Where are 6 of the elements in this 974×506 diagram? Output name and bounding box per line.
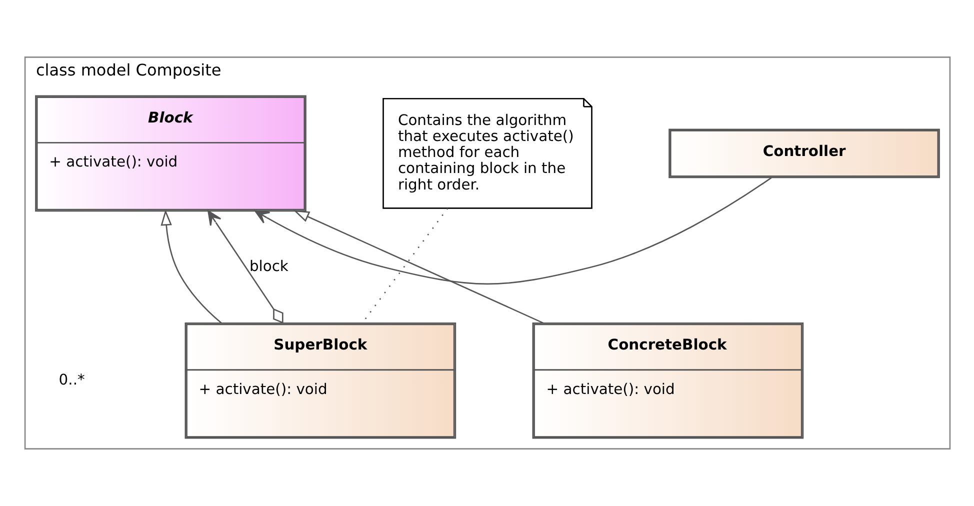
arrow: [292, 210, 543, 324]
arrow: [207, 210, 283, 324]
label: 0..*: [58, 371, 84, 388]
arrow: [254, 177, 772, 285]
arrow: [160, 209, 222, 324]
edge-label: block: [248, 258, 288, 275]
